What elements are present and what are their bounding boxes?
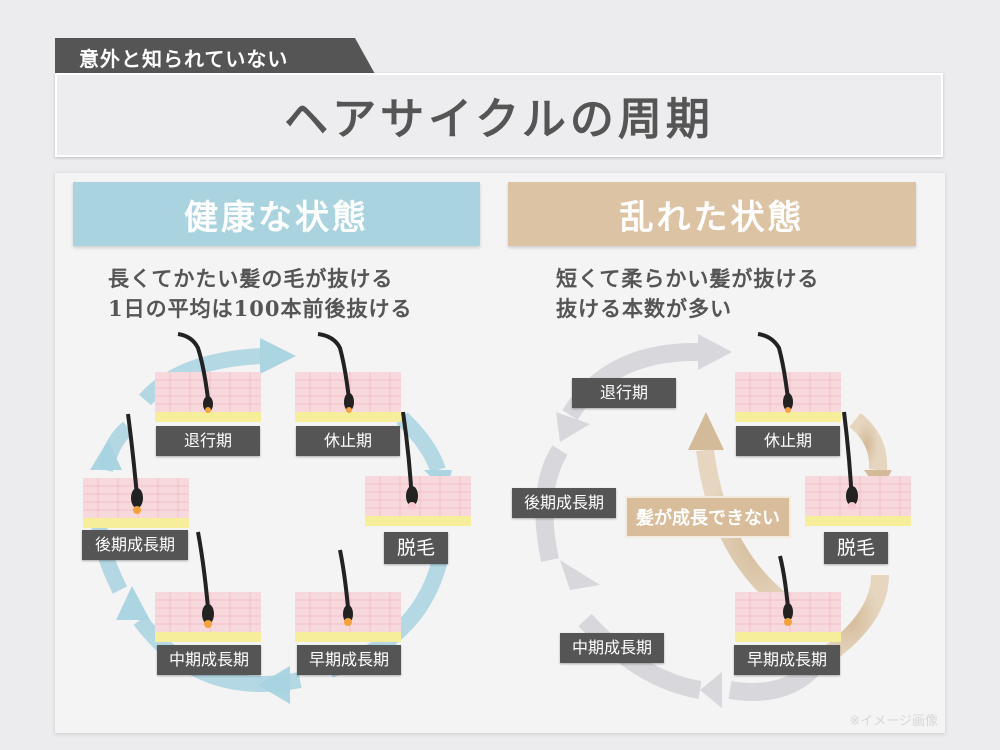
- healthy-label-early-growth: 早期成長期: [297, 645, 401, 675]
- disordered-label-shedding: 脱毛: [824, 532, 888, 564]
- healthy-header: 健康な状態: [73, 182, 480, 246]
- disordered-desc-line2: 抜ける本数が多い: [556, 296, 732, 321]
- healthy-label-late-growth: 後期成長期: [82, 530, 188, 560]
- skin-shedding-right: [804, 411, 912, 527]
- disordered-label-mid-growth: 中期成長期: [560, 633, 664, 663]
- skin-mid-left: [154, 531, 262, 643]
- skin-resting-left: [294, 332, 402, 423]
- disordered-label-resting: 休止期: [736, 426, 840, 456]
- growth-failure-note: 髪が成長できない: [625, 496, 791, 538]
- disordered-label-regression: 退行期: [572, 378, 676, 408]
- healthy-label-resting: 休止期: [296, 426, 400, 456]
- disordered-header: 乱れた状態: [508, 182, 916, 246]
- skin-late-left: [82, 413, 190, 529]
- skin-resting-right: [734, 332, 842, 423]
- healthy-label-shedding: 脱毛: [384, 532, 448, 564]
- tag-text: 意外と知られていない: [79, 47, 289, 71]
- disordered-label-late-growth: 後期成長期: [512, 488, 616, 518]
- healthy-desc-line1: 長くてかたい髪の毛が抜ける: [108, 266, 394, 291]
- disordered-description: 短くて柔らかい髪が抜ける 抜ける本数が多い: [556, 264, 819, 324]
- healthy-label-mid-growth: 中期成長期: [157, 645, 261, 675]
- page-title: ヘアサイクルの周期: [284, 94, 714, 145]
- tag-shape: [55, 38, 375, 74]
- section-tag: 意外と知られていない: [55, 38, 375, 74]
- healthy-label-regression: 退行期: [156, 426, 260, 456]
- skin-early-left: [294, 549, 402, 643]
- skin-regression-left: [154, 332, 262, 423]
- healthy-desc-line2: 1日の平均は100本前後抜ける: [108, 296, 413, 321]
- disordered-gray-arrowheads: [556, 334, 732, 708]
- title-box: ヘアサイクルの周期: [55, 73, 943, 157]
- skin-shedding-left: [364, 411, 472, 527]
- skin-early-right: [734, 555, 842, 643]
- image-note: ※イメージ画像: [849, 714, 938, 729]
- disordered-desc-line1: 短くて柔らかい髪が抜ける: [556, 266, 820, 291]
- disordered-label-early-growth: 早期成長期: [734, 645, 840, 675]
- healthy-description: 長くてかたい髪の毛が抜ける 1日の平均は100本前後抜ける: [108, 264, 412, 324]
